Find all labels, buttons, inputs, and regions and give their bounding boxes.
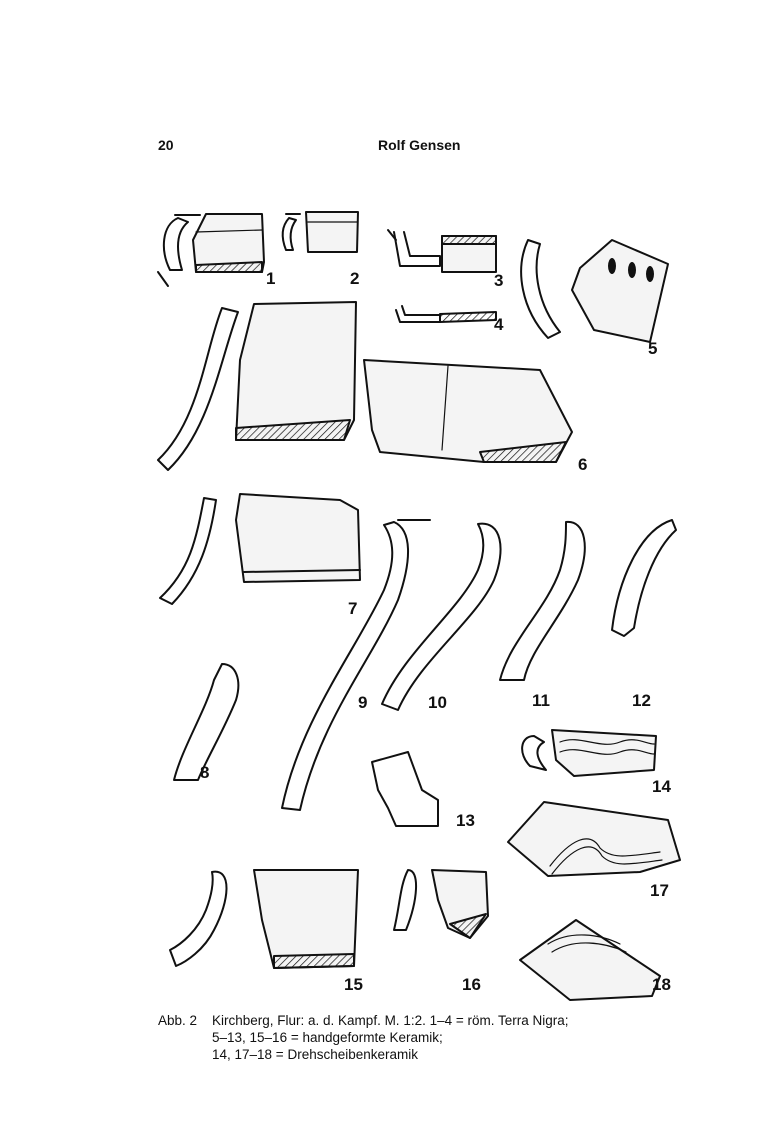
sherd-17 bbox=[507, 801, 681, 877]
figure-label-8: 8 bbox=[200, 763, 209, 782]
page-number: 20 bbox=[158, 137, 174, 153]
sherd-3 bbox=[387, 229, 497, 273]
running-head-author: Rolf Gensen bbox=[378, 137, 461, 153]
caption-line-3: 14, 17–18 = Drehscheibenkeramik bbox=[212, 1047, 419, 1062]
sherd-12 bbox=[611, 519, 677, 637]
caption-label: Abb. 2 bbox=[158, 1013, 198, 1028]
figure-label-9: 9 bbox=[358, 693, 367, 712]
figure-label-2: 2 bbox=[350, 269, 359, 288]
sherd-2 bbox=[281, 211, 359, 253]
caption-line-1: Kirchberg, Flur: a. d. Kampf. M. 1:2. 1–… bbox=[212, 1013, 569, 1028]
sherd-14 bbox=[521, 729, 657, 777]
figure-label-14: 14 bbox=[652, 777, 671, 796]
sherd-6 bbox=[157, 301, 573, 471]
caption-line-2: 5–13, 15–16 = handgeformte Keramik; bbox=[212, 1030, 443, 1045]
figure-label-15: 15 bbox=[344, 975, 363, 994]
figure-label-6: 6 bbox=[578, 455, 587, 474]
figure-label-18: 18 bbox=[652, 975, 671, 994]
sherd-10 bbox=[381, 522, 502, 711]
figure-label-13: 13 bbox=[456, 811, 475, 830]
sherd-8 bbox=[173, 663, 240, 781]
sherd-4 bbox=[395, 305, 497, 323]
sherd-16 bbox=[393, 869, 489, 939]
sherd-5 bbox=[520, 239, 669, 343]
figure-label-5: 5 bbox=[648, 339, 657, 358]
sherd-1 bbox=[157, 213, 265, 287]
figure-label-4: 4 bbox=[494, 315, 504, 334]
sherd-9 bbox=[281, 519, 431, 811]
sherd-13 bbox=[371, 751, 439, 827]
figure-caption: Abb. 2 Kirchberg, Flur: a. d. Kampf. M. 1… bbox=[158, 1012, 718, 1063]
figure-label-17: 17 bbox=[650, 881, 669, 900]
figure-label-1: 1 bbox=[266, 269, 275, 288]
sherd-7 bbox=[159, 493, 361, 605]
sherd-11 bbox=[499, 520, 586, 681]
figure-label-16: 16 bbox=[462, 975, 481, 994]
figure-label-10: 10 bbox=[428, 693, 447, 712]
figure-label-12: 12 bbox=[632, 691, 651, 710]
figure-label-11: 11 bbox=[532, 691, 550, 710]
figure-label-7: 7 bbox=[348, 599, 357, 618]
sherd-18 bbox=[519, 919, 661, 1001]
sherd-15 bbox=[169, 869, 359, 969]
figure-label-3: 3 bbox=[494, 271, 503, 290]
